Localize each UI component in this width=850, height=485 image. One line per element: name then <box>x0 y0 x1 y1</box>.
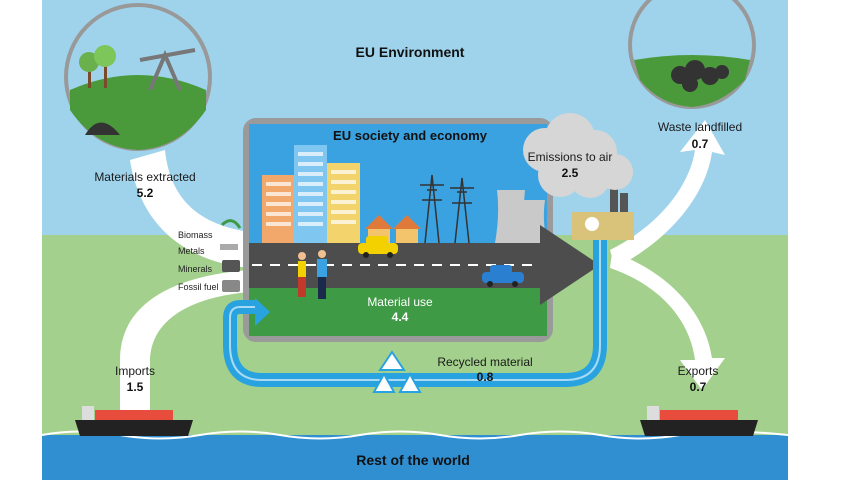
minerals-icon <box>222 260 240 272</box>
material-icons <box>220 219 242 292</box>
metals-icon <box>220 244 238 250</box>
export-ship <box>640 406 758 436</box>
landfill-waste <box>671 60 729 92</box>
waste-label: Waste landfilled <box>657 120 743 134</box>
sea-wave <box>41 430 789 440</box>
recycle-loop-highlight <box>229 240 601 381</box>
material-type-biomass: Biomass <box>178 230 213 240</box>
society-title: EU society and economy <box>333 128 487 143</box>
power-pylons <box>420 174 474 244</box>
imports-label: Imports <box>114 364 156 378</box>
recycle-icon <box>372 350 422 393</box>
factory <box>572 188 634 240</box>
material-type-minerals: Minerals <box>178 264 213 274</box>
yellow-car <box>358 236 398 258</box>
people <box>298 250 327 299</box>
import-ship <box>75 406 193 436</box>
arrow-waste-landfilled <box>610 120 725 268</box>
oil-pump <box>139 48 196 91</box>
blue-car <box>482 265 524 287</box>
emissions-label: Emissions to air <box>527 150 613 164</box>
exports-label: Exports <box>677 364 719 378</box>
building-orange <box>262 175 295 243</box>
recycle-arrowhead <box>255 298 270 326</box>
eu-environment-title: EU Environment <box>355 44 465 60</box>
recycled-value: 0.8 <box>476 370 494 384</box>
material-use-value: 4.4 <box>391 310 409 324</box>
imports-value: 1.5 <box>126 380 144 394</box>
materials-extracted-value: 5.2 <box>136 186 154 200</box>
materials-extracted-label: Materials extracted <box>94 170 196 184</box>
rest-of-world-title: Rest of the world <box>356 452 470 468</box>
material-type-fossil-fuel: Fossil fuel <box>178 282 219 292</box>
material-use-label: Material use <box>367 295 433 309</box>
material-type-metals: Metals <box>178 246 205 256</box>
arrow-imports <box>120 255 285 420</box>
extraction-trees <box>79 45 116 88</box>
recycled-label: Recycled material <box>437 355 533 369</box>
fossil-fuel-icon <box>222 280 240 292</box>
sea-region <box>42 435 788 480</box>
emissions-value: 2.5 <box>561 166 579 180</box>
emissions-cloud <box>523 113 633 198</box>
biomass-icon <box>220 219 242 229</box>
building-windows <box>266 152 356 226</box>
arrow-exports <box>610 252 725 390</box>
waste-value: 0.7 <box>691 137 709 151</box>
exports-value: 0.7 <box>689 380 707 394</box>
mine-entrance <box>85 122 120 135</box>
